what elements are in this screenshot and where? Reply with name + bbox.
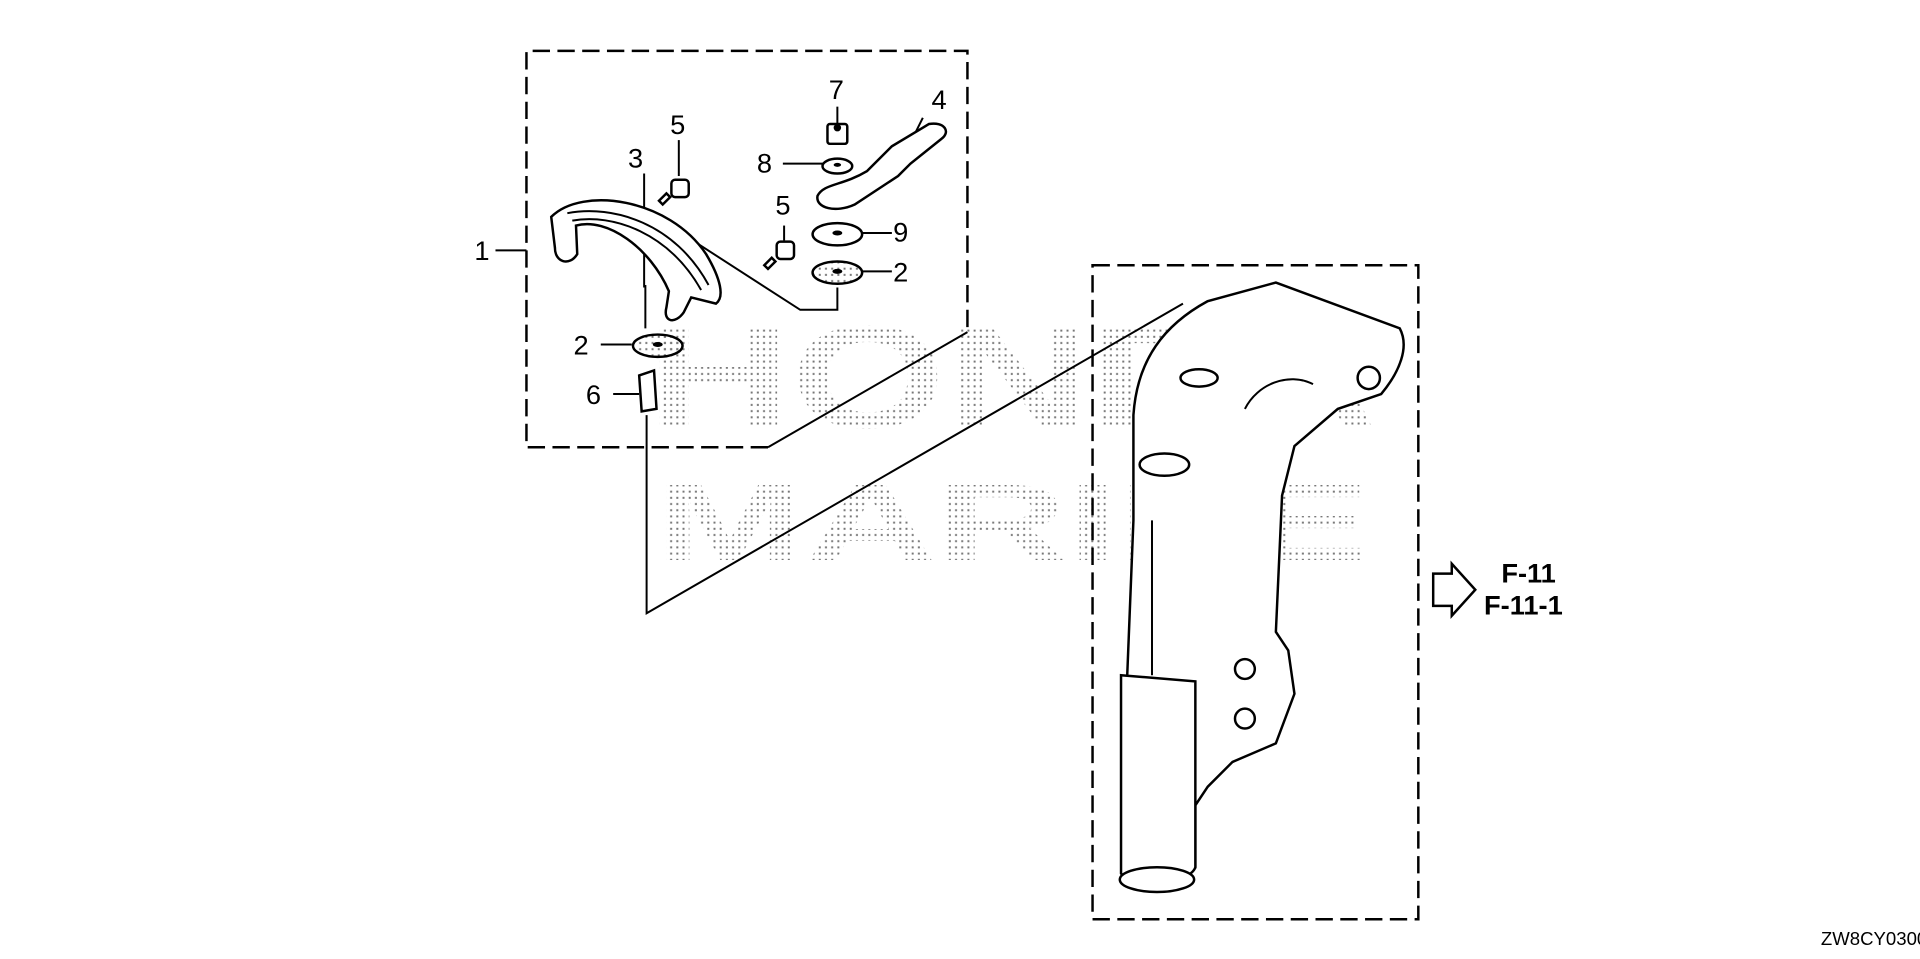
callout-3: 3 (628, 142, 643, 173)
lever-part (816, 122, 948, 211)
callout-2-lower: 2 (574, 329, 589, 360)
callout-1: 1 (474, 235, 489, 266)
arrow-right-icon (1431, 560, 1477, 619)
swivel-housing-part (1118, 281, 1405, 894)
leader-line (767, 331, 968, 449)
diagram-code: ZW8CY0300 (1821, 928, 1920, 949)
handle-bracket-part (549, 199, 722, 322)
callout-2-upper: 2 (893, 256, 908, 287)
callout-4: 4 (932, 84, 947, 115)
callout-9: 9 (893, 217, 908, 248)
callout-5-upper: 5 (670, 109, 685, 140)
callout-labels: 1 2 2 3 4 5 5 6 7 8 9 (474, 74, 946, 410)
reference-f11[interactable]: F-11 (1501, 557, 1556, 588)
assembly-box (525, 49, 969, 449)
callout-5-lower: 5 (775, 189, 790, 220)
housing-box (1091, 263, 1420, 921)
callout-6: 6 (586, 379, 601, 410)
reference-link[interactable]: F-11 F-11-1 (1431, 557, 1563, 621)
callout-7: 7 (829, 74, 844, 105)
reference-f11-1[interactable]: F-11-1 (1484, 590, 1563, 621)
hardware-parts (631, 122, 948, 413)
callout-8: 8 (757, 147, 772, 178)
